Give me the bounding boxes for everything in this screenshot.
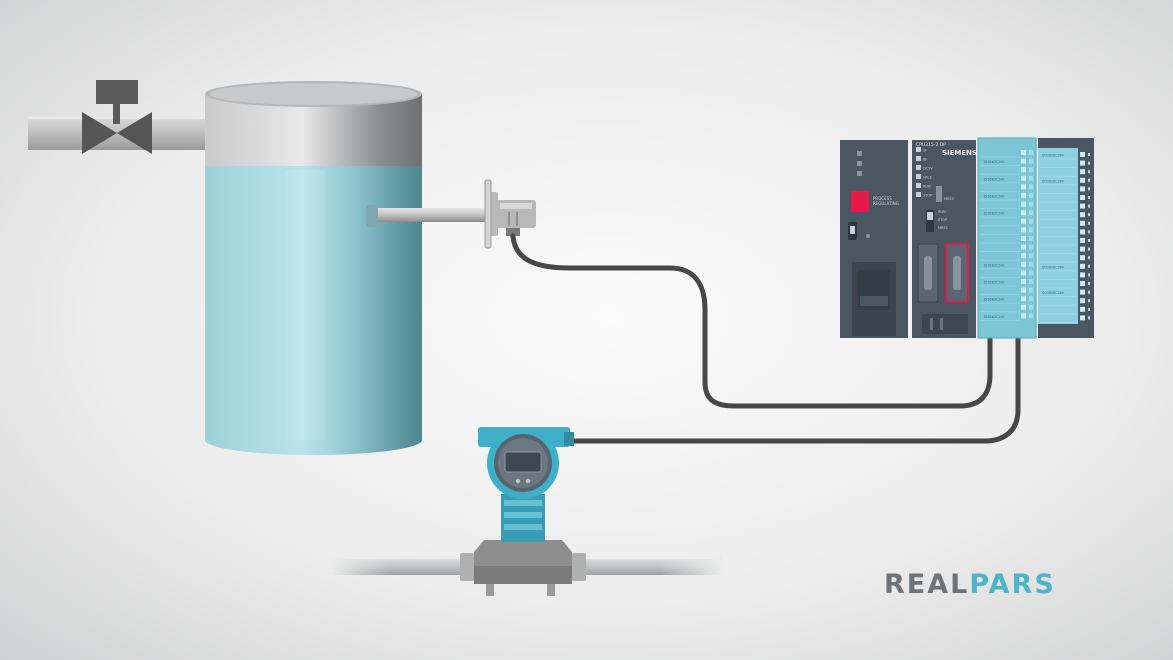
digital-output-module[interactable]: DO16xDC24V DO16xDC24V DO16xDC24V DO16xDC24V: [1038, 138, 1094, 338]
di-channel-label: DI16xDC24V: [984, 315, 1005, 319]
do-channel-led: [1080, 212, 1085, 218]
cpu-led: [916, 192, 921, 197]
di-channel-led: [1021, 150, 1026, 155]
di-channel-led: [1021, 236, 1026, 241]
digital-input-module[interactable]: DI16xDC24V DI16xDC24V DI16xDC24V DI16xDC24V…: [977, 137, 1037, 339]
do-channel-led: [1080, 315, 1085, 321]
di-channel-led: [1021, 244, 1026, 250]
tank-liquid: [205, 166, 422, 455]
di-channel-label: DI16xDC24V: [984, 177, 1005, 181]
storage-tank: [205, 81, 422, 455]
di-channel-led: [1021, 218, 1026, 224]
do-channel-led: [1080, 160, 1085, 166]
di-channel-led: [1021, 201, 1026, 207]
do-channel-led: [1080, 203, 1085, 209]
di-channel-led: [1021, 287, 1026, 293]
cpu-led: [916, 183, 921, 188]
di-channel-led: [1021, 193, 1026, 198]
cpu-model-label: CPU315-2 DP: [916, 142, 946, 148]
do-channel-led: [1080, 229, 1085, 235]
di-channel-led: [1021, 270, 1026, 276]
di-channel-led: [1021, 158, 1026, 164]
di-channel-label: DI16xDC24V: [984, 298, 1005, 302]
cpu-led-label: SF: [923, 149, 927, 153]
cpu-status-leds: SF BF DC5V FRCE RUN STOP: [916, 147, 933, 198]
di-channel-led: [1021, 304, 1026, 310]
brand-part1: REAL: [884, 569, 970, 600]
do-channel-led: [1080, 263, 1085, 269]
cpu-led: [916, 156, 921, 161]
realpars-logo: REALPARS: [884, 570, 1056, 600]
control-valve-icon[interactable]: [82, 80, 152, 154]
do-channel-label: DO16xDC24V: [1042, 265, 1065, 269]
do-channel-led: [1080, 177, 1085, 183]
di-channel-label: DI16xDC24V: [984, 212, 1005, 216]
di-channel-led: [1021, 167, 1026, 173]
do-channel-led: [1080, 238, 1085, 243]
di-channel-label: DI16xDC24V: [984, 281, 1005, 285]
cpu-led: [916, 174, 921, 179]
di-channel-led: [1021, 313, 1026, 319]
cpu-switch-label: STOP: [938, 218, 947, 222]
cpu-led: [916, 165, 921, 170]
do-channel-label: DO16xDC24V: [1042, 179, 1065, 183]
level-probe: [366, 179, 536, 249]
do-channel-led: [1080, 186, 1085, 192]
cpu-led-label: FRCE: [923, 176, 932, 180]
do-channel-led: [1080, 246, 1085, 252]
do-channel-led: [1080, 298, 1085, 304]
do-channel-led: [1080, 306, 1085, 312]
cpu-module[interactable]: CPU315-2 DP SIEMENS SFBFDC5VFRCERUNSTOP …: [912, 140, 977, 338]
pressure-transmitter[interactable]: [460, 427, 586, 596]
cpu-led-label: BF: [923, 158, 927, 162]
signal-cables: [510, 233, 1021, 444]
cpu-switch-label: MRES: [938, 226, 949, 230]
cpu-led-label: RUN: [923, 185, 931, 189]
di-channel-label: DI16xDC24V: [984, 263, 1005, 267]
cpu-switch-label: RUN: [938, 210, 946, 214]
di-channel-led: [1021, 227, 1026, 233]
di-channel-led: [1021, 296, 1026, 302]
cpu-mode-switch[interactable]: RUN STOP MRES: [926, 210, 949, 232]
di-channel-led: [1021, 184, 1026, 190]
probe-cable: [510, 233, 993, 409]
do-channel-led: [1080, 281, 1085, 286]
do-channel-led: [1080, 169, 1085, 175]
do-channel-led: [1080, 220, 1085, 226]
svg-text:MRES: MRES: [944, 197, 955, 201]
do-channel-led: [1080, 272, 1085, 278]
di-channel-led: [1021, 253, 1026, 259]
do-channel-label: DO16xDC24V: [1042, 291, 1065, 295]
cpu-led: [916, 147, 921, 152]
di-channel-led: [1021, 175, 1026, 181]
di-channel-label: DI16xDC24V: [984, 160, 1005, 164]
do-channel-led: [1080, 152, 1085, 157]
di-channel-led: [1021, 279, 1026, 284]
do-channel-led: [1080, 195, 1085, 200]
cpu-led-label: DC5V: [923, 167, 933, 171]
di-channel-label: DI16xDC24V: [984, 195, 1005, 199]
brand-part2: PARS: [969, 569, 1056, 600]
di-channel-led: [1021, 261, 1026, 267]
di-channel-led: [1021, 210, 1026, 216]
siemens-label: SIEMENS: [942, 149, 977, 157]
power-led-red: [851, 191, 869, 212]
do-channel-led: [1080, 289, 1085, 295]
do-channel-led: [1080, 255, 1085, 261]
transmitter-cable: [567, 335, 1021, 444]
cpu-led-label: STOP: [923, 194, 932, 198]
do-channel-label: DO16xDC24V: [1042, 154, 1065, 158]
